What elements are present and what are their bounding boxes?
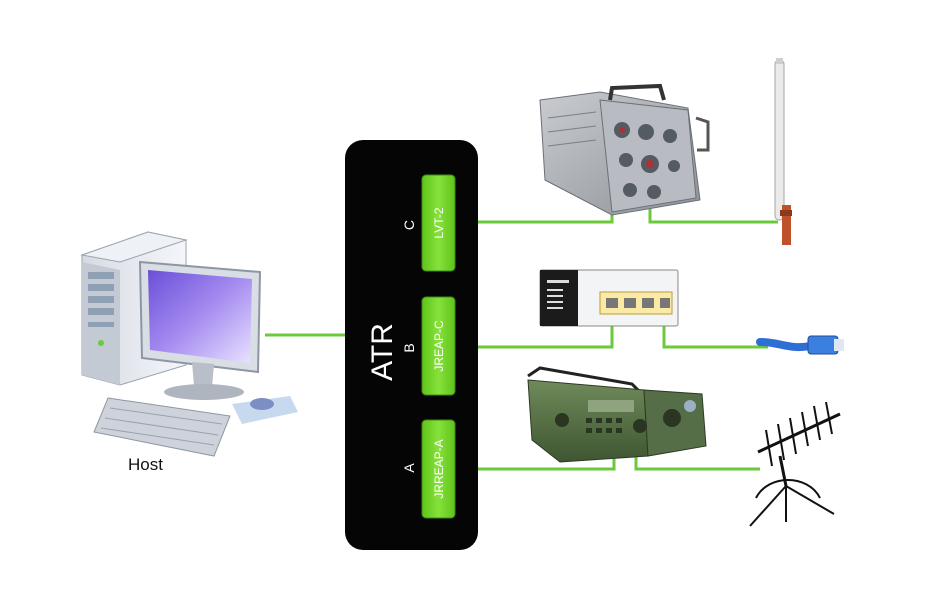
card-jreap-c-label: JREAP-C [432, 320, 446, 372]
whip-antenna-icon [774, 58, 792, 245]
card-jrreap-a[interactable] [421, 419, 456, 519]
slot-letter-a: A [401, 463, 417, 473]
ethernet-cable-icon [756, 335, 844, 355]
card-lvt-2-label: LVT-2 [432, 207, 446, 238]
yagi-antenna-icon [749, 401, 841, 527]
link-router-cable [662, 322, 768, 349]
slot-letter-b: B [401, 343, 417, 352]
atr-unit: ATR C LVT-2 B JREAP-C A JRREAP-A [345, 140, 478, 550]
slot-letter-c: C [401, 220, 417, 230]
host-label: Host [128, 455, 163, 474]
card-jreap-c[interactable] [421, 296, 456, 396]
link-jreapc-router [455, 322, 614, 349]
atr-label: ATR [366, 323, 399, 381]
lvt-radio-chassis-icon [539, 83, 710, 216]
network-router-icon [539, 269, 679, 327]
card-jrreap-a-label: JRREAP-A [432, 439, 446, 498]
desktop-computer-icon [80, 231, 298, 457]
card-lvt-2[interactable] [421, 174, 456, 272]
tactical-radio-icon [527, 366, 707, 463]
